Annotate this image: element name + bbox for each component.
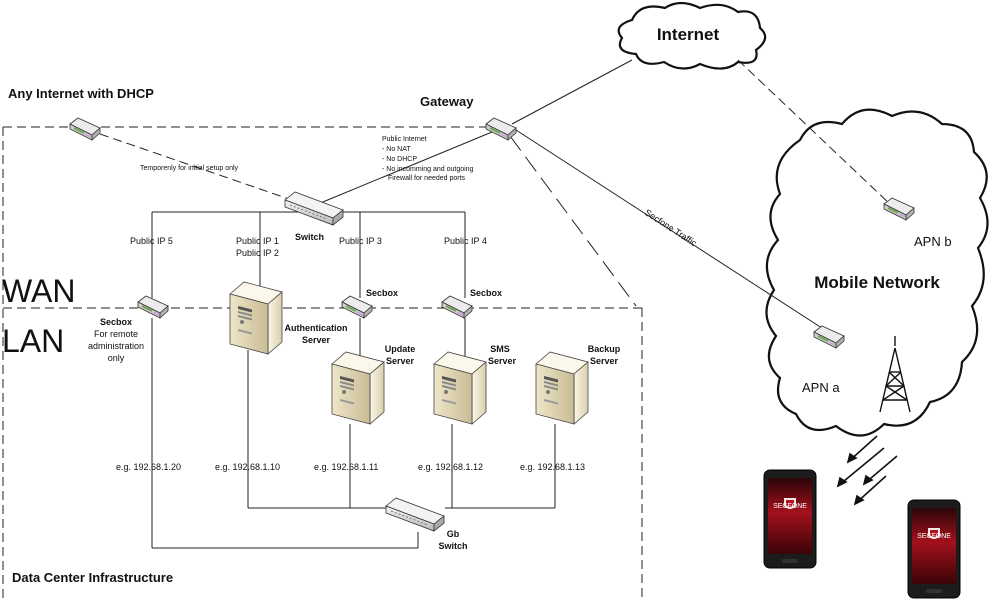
public-internet-label: Public Internet xyxy=(382,136,427,143)
firewall-label: Firewall for needed ports xyxy=(388,175,466,182)
secbox-remote-title: Secbox xyxy=(100,317,132,327)
public-ip3-label: Public IP 3 xyxy=(339,236,382,246)
secbox-sms-label: Secbox xyxy=(470,288,502,298)
update-server-icon xyxy=(331,351,385,425)
update-server-label-2: Server xyxy=(386,356,415,366)
no-nat-label: - No NAT xyxy=(382,146,411,153)
backup-server-label-2: Server xyxy=(590,356,619,366)
ip-12-label: e.g. 192.68.1.12 xyxy=(418,462,483,472)
mobile-network-label: Mobile Network xyxy=(814,273,940,292)
public-ip4-label: Public IP 4 xyxy=(444,236,487,246)
temp-setup-label: Temporenly for initial setup only xyxy=(140,165,239,172)
wan-boundary xyxy=(2,126,496,601)
mobile-network-cloud: Mobile Network xyxy=(765,108,989,437)
ip-13-label: e.g. 192.68.1.13 xyxy=(520,462,585,472)
gb-switch-label-2: Switch xyxy=(438,541,467,551)
signal-arrows xyxy=(836,435,898,506)
update-server-label-1: Update xyxy=(385,344,416,354)
lan-boundary xyxy=(3,307,643,601)
public-ip1-label: Public IP 1 xyxy=(236,236,279,246)
cell-tower-icon xyxy=(879,336,911,413)
phone-icon xyxy=(763,469,817,569)
no-incoming-label: - No incomming and outgoing xyxy=(382,166,474,173)
gb-switch-icon xyxy=(385,497,445,532)
ip-11-label: e.g. 192.68.1.11 xyxy=(314,462,378,472)
secbox-remote-line2: administration xyxy=(88,341,144,351)
internet-label: Internet xyxy=(657,25,720,44)
auth-server-label-1: Authentication xyxy=(285,323,348,333)
phone-icon-2 xyxy=(907,499,961,599)
backup-server-icon xyxy=(535,351,589,425)
sms-server-label-1: SMS xyxy=(490,344,510,354)
phone-brand-label: SECFONE xyxy=(773,503,807,510)
no-dhcp-label: - No DHCP xyxy=(382,156,417,163)
secbox-update-label: Secbox xyxy=(366,288,398,298)
links xyxy=(87,59,893,549)
switch-label: Switch xyxy=(295,232,324,242)
apn-a-label: APN a xyxy=(802,380,840,395)
auth-server-label-2: Server xyxy=(302,335,331,345)
internet-cloud: Internet xyxy=(617,1,767,70)
secbox-remote-icon xyxy=(137,295,169,319)
ip-10-label: e.g. 192.68.1.10 xyxy=(215,462,280,472)
dhcp-router-icon xyxy=(69,117,101,141)
secbox-update-icon xyxy=(341,295,373,319)
sms-server-label-2: Server xyxy=(488,356,517,366)
auth-server-icon xyxy=(229,281,283,355)
secfone-traffic-label: Secfone Traffic xyxy=(643,207,699,248)
gateway-router-icon xyxy=(485,117,517,141)
gb-switch-label-1: Gb xyxy=(447,529,460,539)
data-center-label: Data Center Infrastructure xyxy=(12,570,173,585)
gateway-label: Gateway xyxy=(420,94,474,109)
phone-brand-label-2: SECFONE xyxy=(917,533,951,540)
backup-server-label-1: Backup xyxy=(588,344,621,354)
lan-label: LAN xyxy=(2,323,64,359)
wan-label: WAN xyxy=(2,273,75,309)
secbox-sms-icon xyxy=(441,295,473,319)
ip-20-label: e.g. 192.68.1.20 xyxy=(116,462,181,472)
secbox-remote-line1: For remote xyxy=(94,329,138,339)
any-internet-label: Any Internet with DHCP xyxy=(8,86,154,101)
apn-b-label: APN b xyxy=(914,234,952,249)
sms-server-icon xyxy=(433,351,487,425)
public-ip2-label: Public IP 2 xyxy=(236,248,279,258)
secbox-remote-line3: only xyxy=(108,353,125,363)
public-ip5-label: Public IP 5 xyxy=(130,236,173,246)
